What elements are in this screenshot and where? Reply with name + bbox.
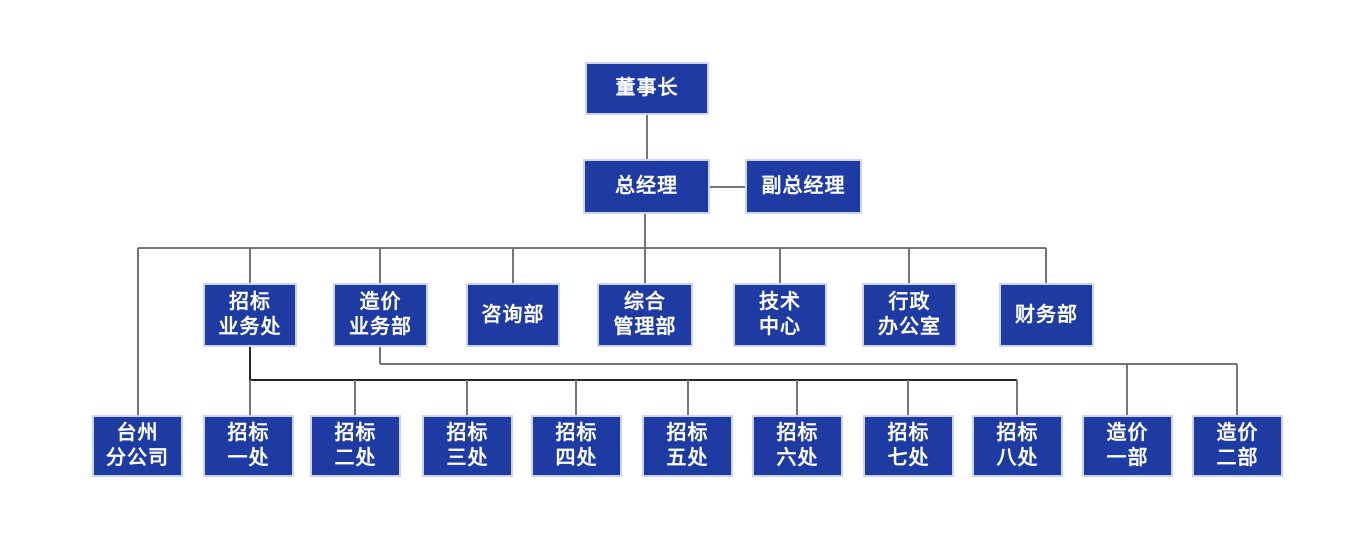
org-node-bidding-office-6: 招标 六处 (752, 415, 843, 477)
org-node-chairman: 董事长 (585, 62, 709, 115)
org-node-bidding-office-3: 招标 三处 (422, 415, 513, 477)
org-node-cost-dept-1: 造价 一部 (1082, 415, 1173, 477)
org-node-label: 董事长 (615, 77, 679, 99)
org-node-label: 招标 六处 (776, 422, 819, 469)
org-node-cost-business-dept: 造价 业务部 (333, 283, 428, 347)
org-node-general-management-dept: 综合 管理部 (597, 283, 693, 347)
org-node-label: 招标 一处 (227, 422, 270, 469)
org-node-bidding-office-5: 招标 五处 (642, 415, 733, 477)
org-node-label: 造价 二部 (1216, 422, 1259, 469)
org-node-bidding-office-4: 招标 四处 (531, 415, 622, 477)
org-node-label: 总经理 (615, 175, 678, 197)
org-node-bidding-office-2: 招标 二处 (310, 415, 401, 477)
org-node-label: 招标 四处 (555, 422, 598, 469)
org-node-bidding-business-office: 招标 业务处 (203, 283, 297, 347)
org-node-label: 造价 业务部 (349, 291, 412, 338)
org-node-label: 财务部 (1015, 303, 1078, 326)
org-node-finance-dept: 财务部 (999, 283, 1094, 347)
org-node-administrative-office: 行政 办公室 (862, 283, 957, 347)
org-node-bidding-office-8: 招标 八处 (972, 415, 1063, 477)
org-node-label: 招标 三处 (446, 422, 489, 469)
org-node-cost-dept-2: 造价 二部 (1192, 415, 1283, 477)
org-node-label: 招标 五处 (666, 422, 709, 469)
org-node-label: 技术 中心 (759, 291, 801, 338)
org-node-general-manager: 总经理 (583, 159, 710, 214)
org-node-label: 造价 一部 (1106, 422, 1149, 469)
org-node-bidding-office-1: 招标 一处 (203, 415, 294, 477)
org-node-consulting-dept: 咨询部 (466, 283, 560, 347)
org-node-technology-center: 技术 中心 (733, 283, 827, 347)
org-node-label: 咨询部 (481, 303, 545, 326)
org-node-label: 招标 七处 (887, 422, 930, 469)
org-node-label: 招标 业务处 (218, 291, 282, 338)
org-node-label: 台州 分公司 (106, 422, 169, 469)
org-node-label: 行政 办公室 (878, 291, 941, 338)
org-node-label: 招标 二处 (334, 422, 377, 469)
org-node-taizhou-branch: 台州 分公司 (92, 415, 183, 477)
org-node-label: 副总经理 (761, 175, 846, 197)
org-node-bidding-office-7: 招标 七处 (863, 415, 954, 477)
org-node-label: 招标 八处 (996, 422, 1039, 469)
org-node-deputy-general-manager: 副总经理 (745, 159, 862, 214)
org-node-label: 综合 管理部 (613, 291, 677, 338)
